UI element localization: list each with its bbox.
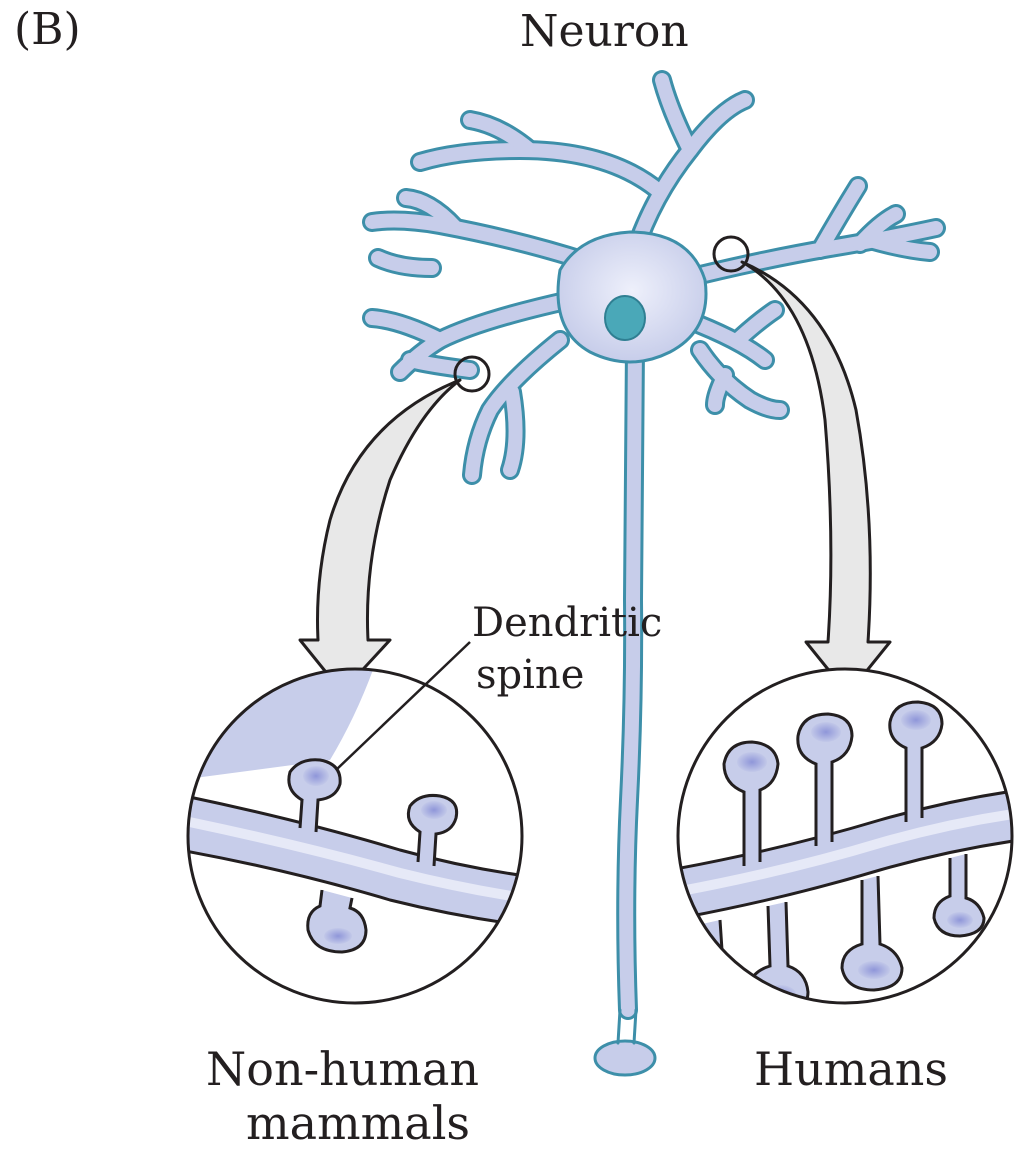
axon-terminal [595, 1041, 655, 1075]
nucleus [605, 296, 645, 340]
dendritic-spine-label-line2: spine [476, 652, 584, 698]
non-human-magnified-view [180, 650, 560, 1003]
dendritic-spine-label-line1: Dendritic [472, 600, 662, 646]
humans-caption: Humans [754, 1042, 948, 1096]
zoom-arrow-left [300, 380, 460, 692]
non-human-caption-line2: mammals [246, 1096, 470, 1150]
human-magnified-view [670, 669, 1020, 1022]
neuron-title: Neuron [520, 6, 689, 57]
panel-label: (B) [14, 4, 81, 55]
non-human-caption-line1: Non-human [206, 1042, 479, 1096]
